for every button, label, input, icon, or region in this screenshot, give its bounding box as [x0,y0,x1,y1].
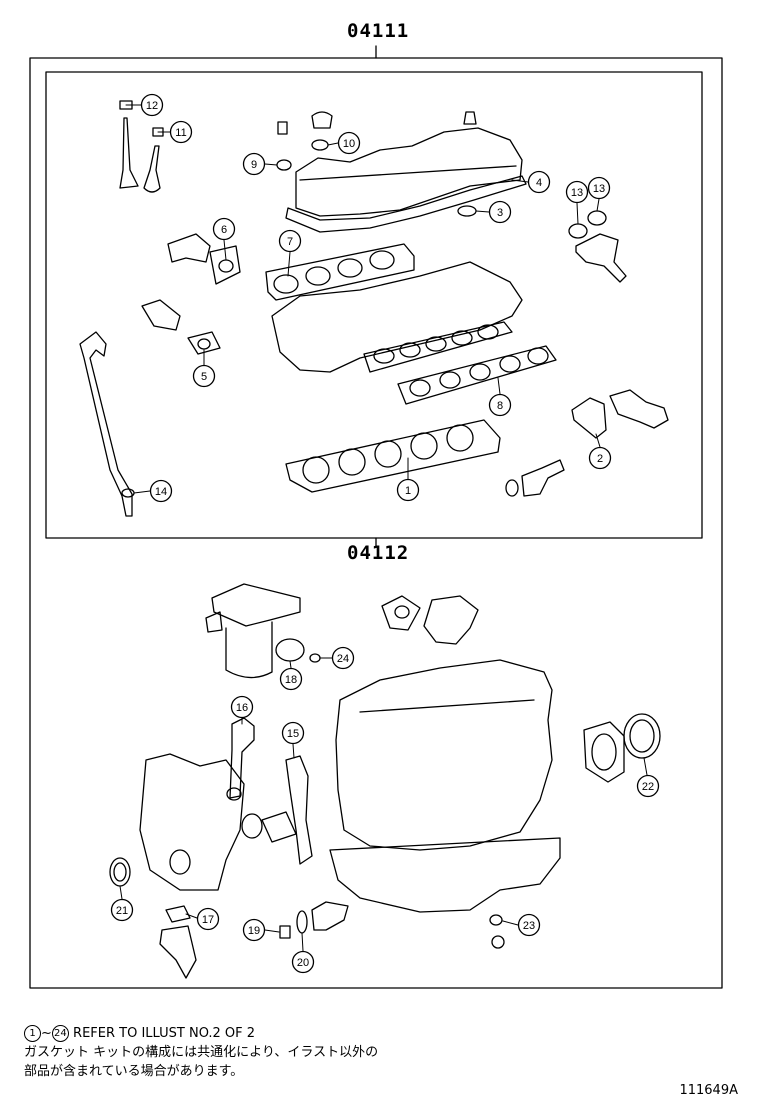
callout-20[interactable]: 20 [291,950,315,974]
callout-4[interactable]: 4 [527,170,551,194]
callout-1[interactable]: 1 [396,478,420,502]
cylinder-head [271,261,523,373]
callout-24[interactable]: 24 [331,646,355,670]
callout-label: 7 [287,236,293,248]
callout-16[interactable]: 16 [230,695,254,719]
front-oil-seal [109,857,131,887]
callout-21[interactable]: 21 [110,898,134,922]
cylinder-head-cover [277,111,523,217]
figure-code: 111649A [679,1083,738,1098]
range-start-marker: 1 [24,1025,41,1042]
callout-label: 21 [116,905,128,917]
lower-kit-code: 04112 [347,542,410,564]
o-ring-group [275,638,321,663]
drain-plug-group [279,901,349,939]
oil-filter-bracket-group [205,583,301,679]
callout-label: 18 [285,674,297,686]
callout-17[interactable]: 17 [196,907,220,931]
callout-label: 11 [175,127,186,139]
callout-2[interactable]: 2 [588,446,612,470]
callout-13-left[interactable]: 13 [565,180,589,204]
callout-label: 12 [146,100,158,112]
range-separator: ~ [41,1026,52,1041]
small-washer-group [489,914,505,949]
callout-3[interactable]: 3 [488,200,512,224]
outer-kit-frame [29,57,723,989]
refer-text: REFER TO ILLUST NO.2 OF 2 [73,1026,256,1041]
callout-10[interactable]: 10 [337,131,361,155]
callout-label: 15 [287,728,299,740]
water-outlet-group [167,233,241,285]
callout-label: 14 [155,486,167,498]
oil-strainer-group [159,905,197,979]
timing-cover-group [139,717,313,891]
callout-13-right[interactable]: 13 [587,176,611,200]
callout-label: 13 [593,183,605,195]
callout-14[interactable]: 14 [149,479,173,503]
callout-label: 24 [337,653,349,665]
callout-label: 1 [405,485,411,497]
exhaust-flange-group [505,459,565,497]
range-end-marker: 24 [51,1025,69,1042]
callout-22[interactable]: 22 [636,774,660,798]
callout-6[interactable]: 6 [212,217,236,241]
callout-label: 20 [297,957,309,969]
water-pump-group [381,595,479,645]
oil-pan [329,837,561,913]
callout-label: 9 [251,159,257,171]
head-cover-gasket [285,175,527,233]
callout-11[interactable]: 11 [169,120,193,144]
callout-15[interactable]: 15 [281,721,305,745]
callout-label: 3 [497,207,503,219]
intake-manifold-gasket [265,243,415,301]
callout-label: 22 [642,781,654,793]
water-bypass-group [571,389,669,439]
callout-label: 23 [523,920,535,932]
callout-label: 2 [597,453,603,465]
cylinder-block [335,659,553,851]
upper-kit-code: 04111 [347,20,410,42]
callout-7[interactable]: 7 [278,229,302,253]
callout-label: 5 [201,371,207,383]
rear-oil-seal-group [583,713,661,783]
callout-label: 16 [236,702,248,714]
callout-23[interactable]: 23 [517,913,541,937]
callout-label: 4 [536,177,542,189]
callout-label: 13 [571,187,583,199]
callout-12[interactable]: 12 [140,93,164,117]
head-gasket [285,419,501,493]
refer-note: 1~24 REFER TO ILLUST NO.2 OF 2 [24,1024,378,1043]
callout-label: 10 [343,138,355,150]
jp-note-line1: ガスケット キットの構成には共通化により、イラスト以外の [24,1045,379,1060]
callout-label: 6 [221,224,227,236]
callout-label: 19 [248,925,260,937]
callout-5[interactable]: 5 [192,364,216,388]
exhaust-manifold-gasket [397,345,557,405]
callout-18[interactable]: 18 [279,667,303,691]
jp-note-line2: 部品が含まれている場合があります。 [24,1064,244,1079]
inner-kit-frame [45,71,703,539]
callout-label: 17 [202,914,214,926]
callout-9[interactable]: 9 [242,152,266,176]
callout-label: 8 [497,400,503,412]
oil-dipstick-guide [79,331,135,517]
callout-19[interactable]: 19 [242,918,266,942]
leader-lines [119,104,648,952]
callout-8[interactable]: 8 [488,393,512,417]
notes-block: 1~24 REFER TO ILLUST NO.2 OF 2 ガスケット キット… [24,1024,378,1081]
thermo-sensor-group [141,299,221,355]
